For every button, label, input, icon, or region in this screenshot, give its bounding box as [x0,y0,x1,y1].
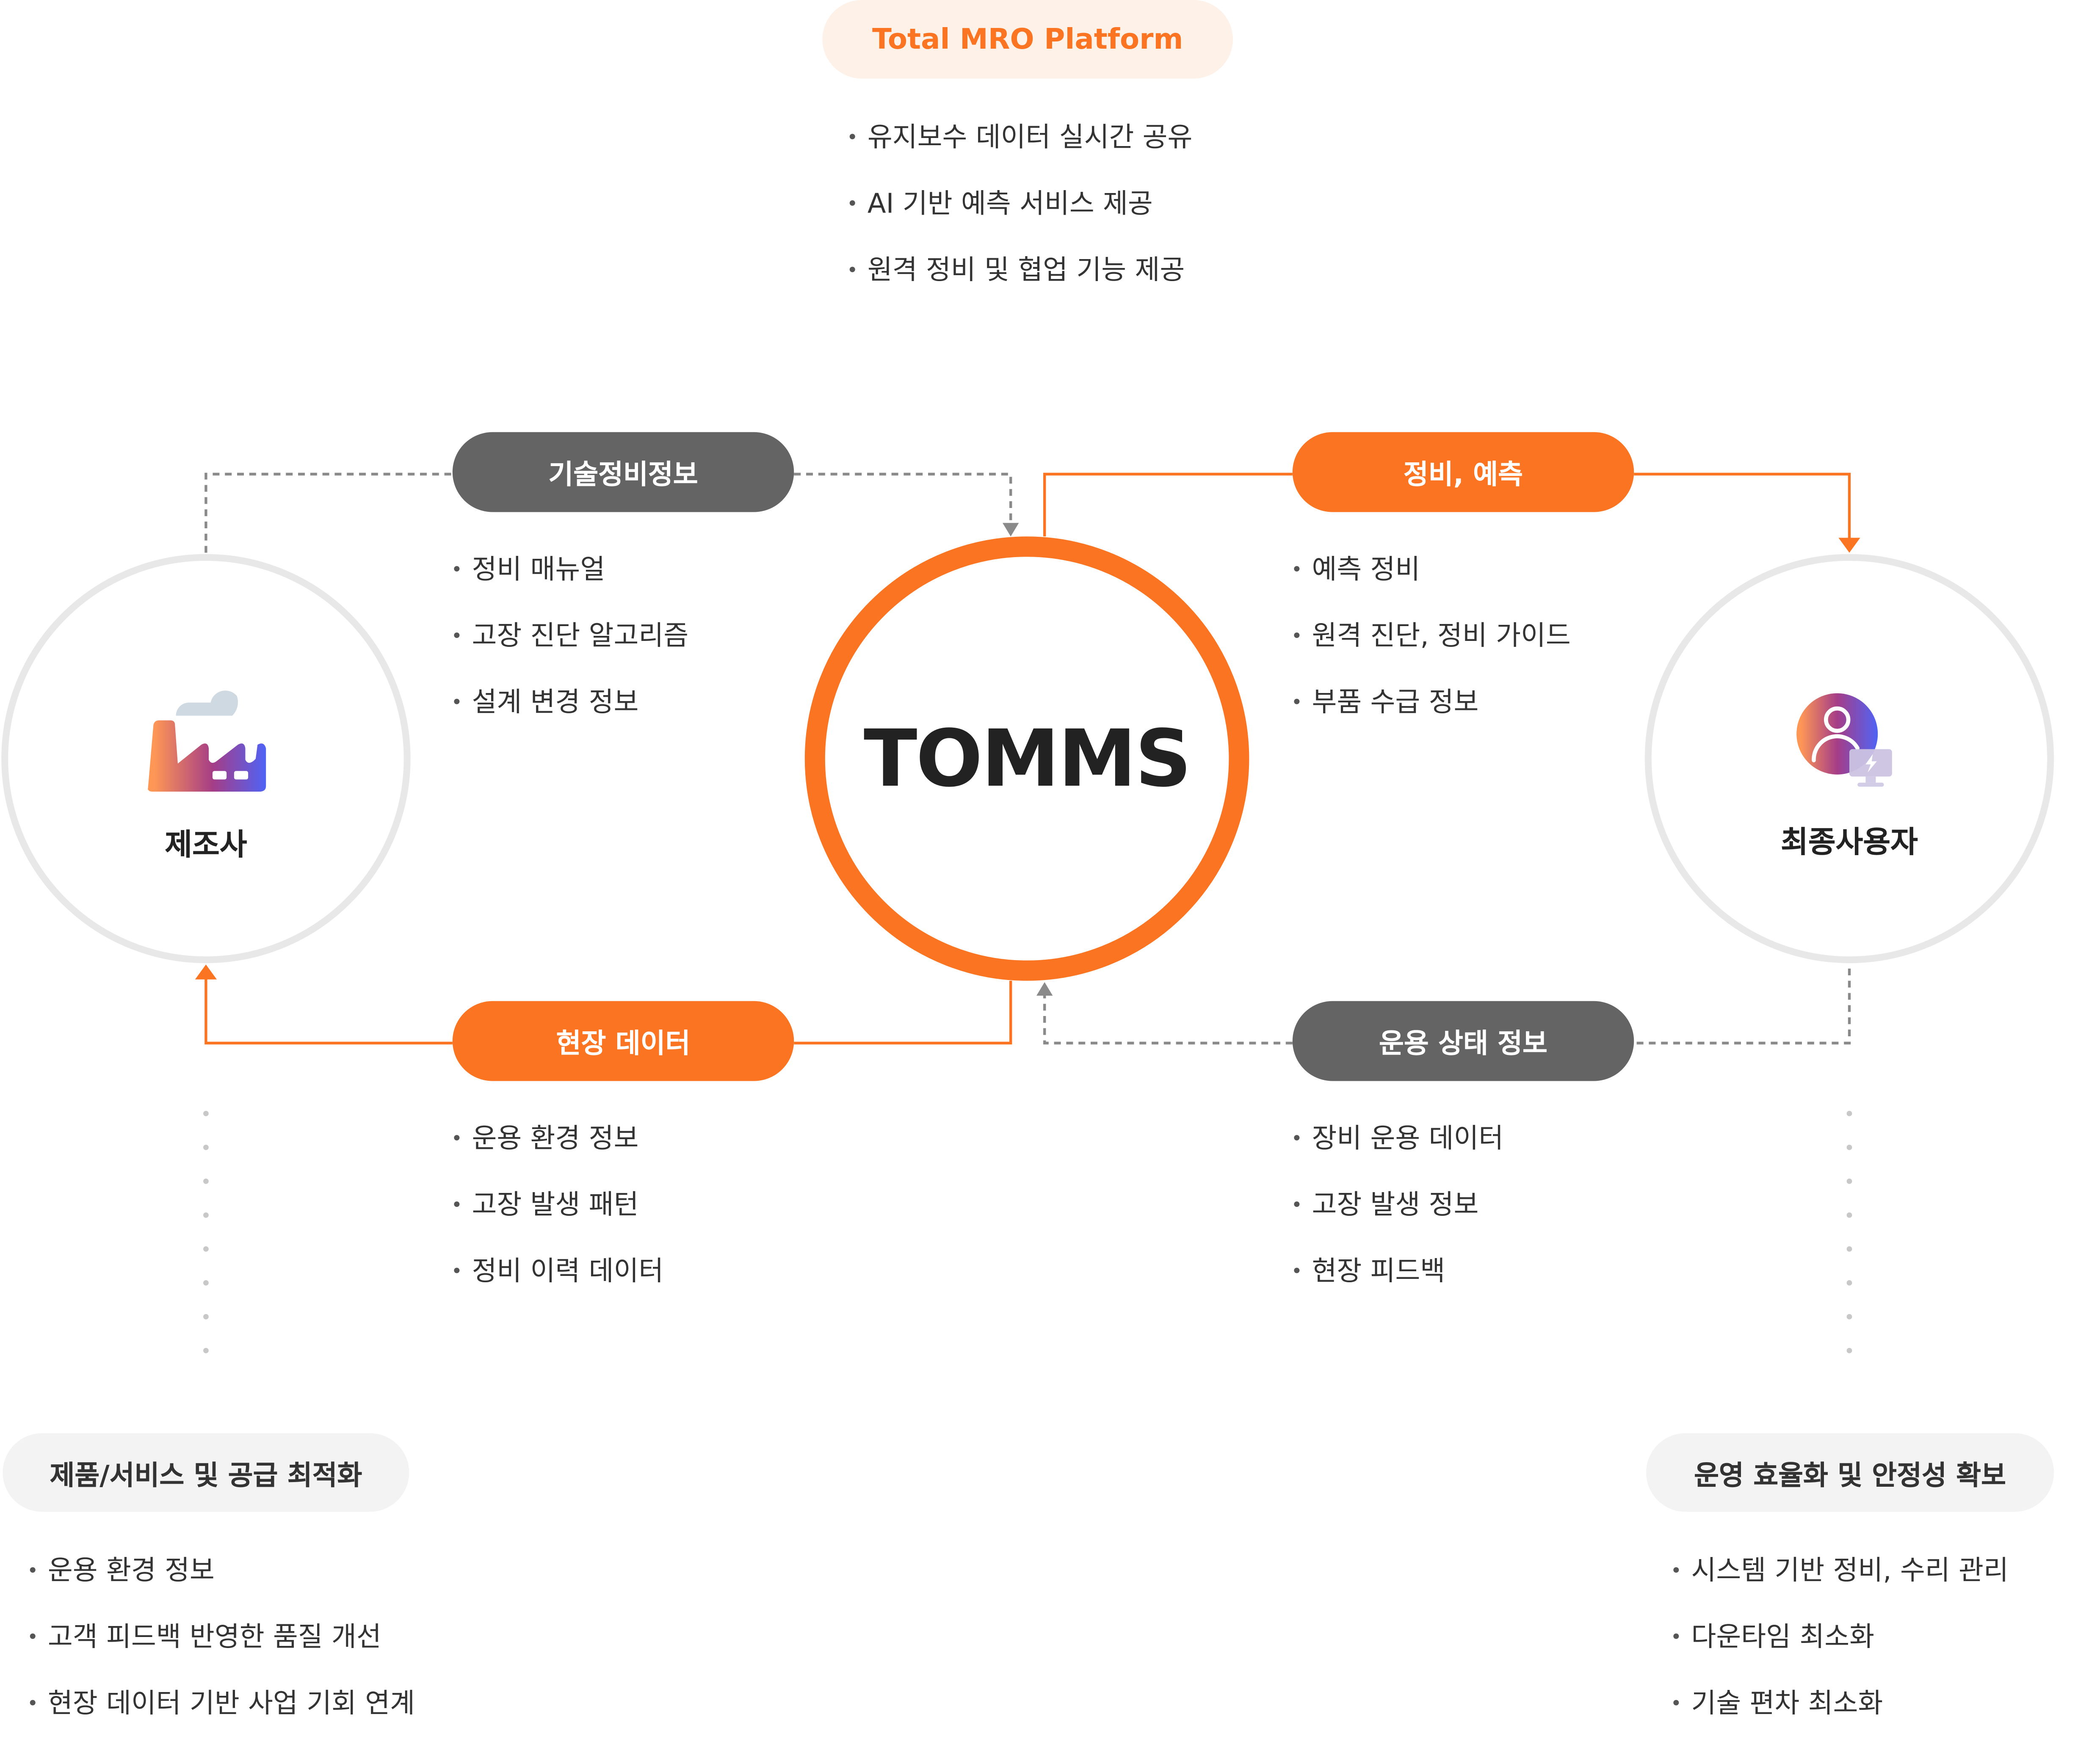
list-item: 원격 진단, 정비 가이드 [1291,608,1570,675]
tech-info-pill: 기술정비정보 [452,432,794,512]
platform-features: 유지보수 데이터 실시간 공유 AI 기반 예측 서비스 제공 원격 정비 및 … [847,110,1193,309]
list-item: 정비 이력 데이터 [451,1244,663,1310]
operation-pill: 운용 상태 정보 [1292,1001,1634,1081]
field-data-pill: 현장 데이터 [452,1001,794,1081]
end-user-node: 최종사용자 [1644,554,2054,963]
right-outcome-list: 시스템 기반 정비, 수리 관리 다운타임 최소화 기술 편차 최소화 [1671,1543,2009,1742]
list-item: 원격 정비 및 협업 기능 제공 [847,243,1192,309]
list-item: 현장 피드백 [1291,1244,1504,1310]
list-item: 다운타임 최소화 [1671,1609,2009,1676]
end-user-label: 최종사용자 [1781,826,1918,860]
list-item: 장비 운용 데이터 [1291,1111,1503,1177]
operation-connector [1043,969,1851,1045]
left-outcome-pill: 제품/서비스 및 공급 최적화 [3,1433,409,1512]
list-item: 정비 매뉴얼 [451,542,689,608]
platform-title: Total MRO Platform [822,0,1233,79]
manufacturer-node: 제조사 [1,554,411,963]
list-item: 고객 피드백 반영한 품질 개선 [27,1609,415,1676]
tomms-diagram: Total MRO Platform 유지보수 데이터 실시간 공유 AI 기반… [0,0,2100,1707]
arrow-down-icon [1003,523,1019,537]
connector-lines [195,472,1860,1362]
list-item: AI 기반 예측 서비스 제공 [847,176,1192,243]
list-item: 예측 정비 [1291,542,1571,608]
list-item: 운용 환경 정보 [451,1111,664,1177]
list-item: 고장 진단 알고리즘 [451,608,688,675]
arrow-up-icon [195,964,217,980]
list-item: 유지보수 데이터 실시간 공유 [847,110,1193,176]
right-outcome-pill: 운영 효율화 및 안정성 확보 [1646,1433,2054,1512]
field-data-list: 운용 환경 정보 고장 발생 패턴 정비 이력 데이터 [451,1111,664,1310]
tech-info-connector [204,472,1012,553]
arrow-down-icon [1838,538,1860,553]
list-item: 부품 수급 정보 [1291,675,1571,741]
user-monitor-icon [1796,693,1892,787]
list-item: 설계 변경 정보 [451,675,689,741]
tech-info-list: 정비 매뉴얼 고장 진단 알고리즘 설계 변경 정보 [451,542,689,741]
left-outcome-list: 운용 환경 정보 고객 피드백 반영한 품질 개선 현장 데이터 기반 사업 기… [27,1543,415,1742]
arrow-up-icon [1036,982,1053,996]
list-item: 고장 발생 정보 [1291,1177,1504,1244]
list-item: 시스템 기반 정비, 수리 관리 [1671,1543,2008,1609]
list-item: 운용 환경 정보 [27,1543,415,1609]
maintenance-list: 예측 정비 원격 진단, 정비 가이드 부품 수급 정보 [1291,542,1571,741]
maintenance-connector [1043,472,1851,539]
factory-icon [148,690,266,792]
list-item: 기술 편차 최소화 [1671,1676,2009,1742]
field-data-connector [204,975,1012,1045]
operation-list: 장비 운용 데이터 고장 발생 정보 현장 피드백 [1291,1111,1504,1310]
manufacturer-label: 제조사 [165,829,247,863]
tomms-node: TOMMS [804,536,1249,981]
maintenance-pill: 정비, 예측 [1292,432,1634,512]
list-item: 고장 발생 패턴 [451,1177,664,1244]
tomms-label: TOMMS [863,712,1192,805]
list-item: 현장 데이터 기반 사업 기회 연계 [27,1676,415,1742]
